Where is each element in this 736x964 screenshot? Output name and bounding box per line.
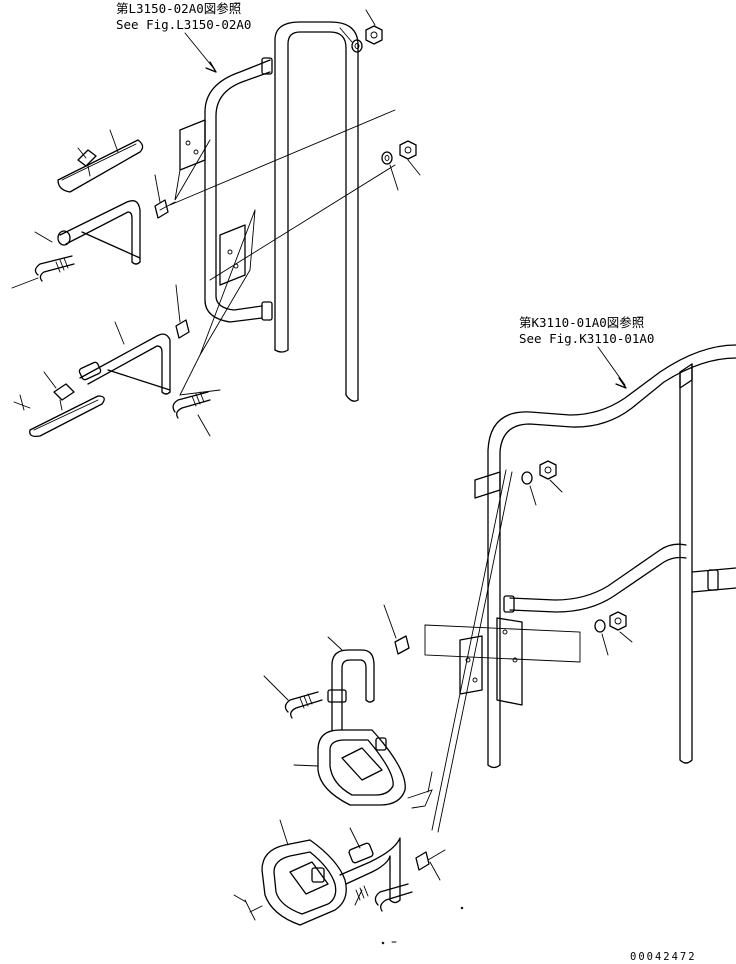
leader-clip-lower-left bbox=[176, 285, 180, 322]
washer-right-2 bbox=[595, 620, 605, 632]
bracket-right-plate bbox=[460, 618, 522, 705]
mirror-stay-right-upper bbox=[328, 650, 374, 730]
clip-right-lower bbox=[416, 850, 445, 870]
leader-clip-right-lower bbox=[430, 862, 440, 880]
mount-line-2 bbox=[210, 165, 395, 280]
dot-mark bbox=[461, 907, 463, 909]
leader-stay-lower-left bbox=[115, 322, 124, 344]
handrail-right bbox=[488, 345, 736, 768]
leader-nut-right-2 bbox=[620, 632, 632, 642]
leader-screw-right-upper bbox=[428, 772, 432, 792]
leader-ubolt-right-lower bbox=[355, 890, 362, 905]
clip-lower-left bbox=[176, 320, 189, 338]
mirror-right-upper bbox=[318, 730, 405, 805]
leader-ubolt-upper bbox=[12, 278, 38, 288]
mount-plate-right bbox=[425, 625, 580, 662]
washer-right-1 bbox=[522, 472, 532, 484]
ref-label-left-jp: 第L3150-02A0図参照 bbox=[116, 1, 241, 16]
leader-screw-right-lower bbox=[234, 895, 246, 902]
leader-ubolt-right-upper bbox=[264, 676, 288, 700]
mirror-lower-left bbox=[30, 384, 105, 436]
mirror-upper bbox=[58, 140, 143, 192]
leader-nut-2 bbox=[408, 160, 420, 175]
screw-right-upper bbox=[408, 790, 432, 808]
ref-label-right-en: See Fig.K3110-01A0 bbox=[519, 331, 654, 346]
mirror-right-lower bbox=[262, 840, 346, 925]
leader-mirror-right-lower bbox=[280, 820, 288, 845]
ref-arrow-right bbox=[616, 378, 626, 388]
leader-mirror-lower-left bbox=[44, 372, 56, 388]
leader-stay-upper bbox=[35, 232, 52, 242]
bracket-upper-1 bbox=[175, 120, 210, 200]
nut-upper-2 bbox=[400, 141, 416, 159]
washer-upper-2 bbox=[382, 152, 392, 164]
clip-right-upper bbox=[395, 636, 409, 654]
screw-lower-left bbox=[14, 395, 30, 410]
leader-nut-1 bbox=[366, 10, 375, 25]
ref-label-right-jp: 第K3110-01A0図参照 bbox=[519, 315, 644, 330]
ref-leader-left bbox=[185, 33, 215, 70]
leader-washer-2 bbox=[390, 165, 398, 190]
leader-nut-right-1 bbox=[550, 480, 562, 492]
mirror-stay-right-lower bbox=[340, 838, 400, 903]
leader-mirror-clamp bbox=[78, 148, 86, 158]
ref-leader-right bbox=[598, 347, 625, 385]
handrail-upper bbox=[205, 22, 358, 401]
u-bolt-upper bbox=[35, 256, 74, 281]
bracket-upper-2 bbox=[200, 210, 255, 355]
mirror-stay-upper bbox=[58, 201, 175, 264]
drawing-code: 00042472 bbox=[630, 951, 697, 963]
leader-ubolt-lower-left bbox=[198, 415, 210, 436]
leader-stay-right-lower bbox=[350, 828, 360, 848]
mount-line-1 bbox=[170, 110, 395, 205]
leader-mirror-upper bbox=[110, 130, 118, 152]
support-rod-right bbox=[432, 470, 512, 832]
leader-stay-right-upper bbox=[328, 637, 342, 650]
nut-right-2 bbox=[610, 612, 626, 630]
u-bolt-lower-left bbox=[173, 392, 210, 418]
mirror-stay-lower-left bbox=[78, 334, 170, 394]
leader-washer-right-1 bbox=[530, 486, 536, 505]
bracket-right-upper bbox=[475, 472, 500, 498]
leader-washer-right-2 bbox=[602, 634, 608, 655]
washer-upper-1 bbox=[352, 40, 362, 52]
u-bolt-right-upper bbox=[285, 692, 322, 718]
clip-upper bbox=[155, 200, 168, 218]
nut-right-1 bbox=[540, 461, 556, 479]
ref-label-left-en: See Fig.L3150-02A0 bbox=[116, 17, 251, 32]
u-bolt-right-lower bbox=[356, 884, 412, 911]
ref-arrow-left bbox=[206, 62, 216, 72]
dot-mark bbox=[382, 942, 384, 944]
leader-clip-right-upper bbox=[384, 605, 396, 638]
leader-clip-upper bbox=[155, 175, 160, 202]
leader-washer-1 bbox=[340, 28, 352, 42]
screw-right-lower bbox=[245, 900, 262, 920]
plate-lower-left bbox=[180, 355, 220, 395]
nut-upper-1 bbox=[366, 26, 382, 44]
leader-mirror-right-upper bbox=[294, 765, 318, 766]
